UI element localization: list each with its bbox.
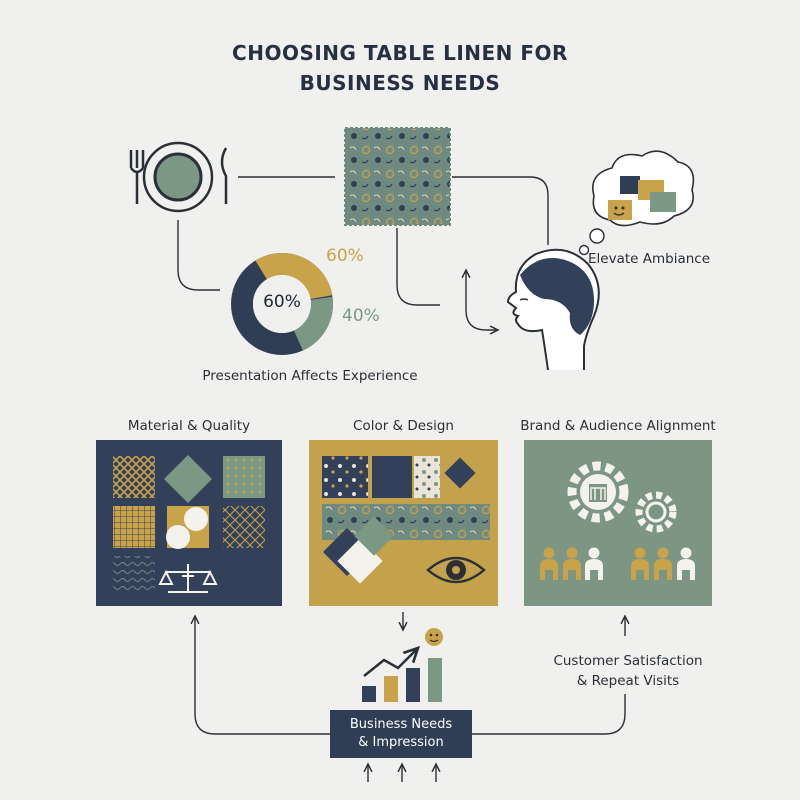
title-line-2: BUSINESS NEEDS xyxy=(299,71,501,95)
panel-color xyxy=(309,440,498,606)
plate-cutlery-icon xyxy=(129,141,228,213)
satisfaction-label: Customer Satisfaction & Repeat Visits xyxy=(548,651,708,691)
person-head xyxy=(543,547,555,559)
satisfaction-line-1: Customer Satisfaction xyxy=(553,653,703,669)
thought-bubble-icon xyxy=(571,150,695,264)
gear-icon xyxy=(567,461,629,523)
page-title: CHOOSING TABLE LINEN FOR BUSINESS NEEDS xyxy=(0,38,800,98)
person-head xyxy=(588,547,600,559)
connector-fabric-face xyxy=(396,228,440,306)
person-head xyxy=(566,547,578,559)
connector-face-loop xyxy=(466,270,498,330)
donut-caption: Presentation Affects Experience xyxy=(202,368,418,384)
person-head xyxy=(657,547,669,559)
satisfaction-line-2: & Repeat Visits xyxy=(576,673,680,689)
face-profile-icon xyxy=(506,248,600,371)
panel-material-heading: Material & Quality xyxy=(127,418,251,434)
person-body xyxy=(677,559,695,580)
connector-business-material xyxy=(195,616,330,735)
connector-fabric-head xyxy=(452,176,549,245)
person-head xyxy=(680,547,692,559)
business-line-1: Business Needs xyxy=(349,717,453,732)
people-icon xyxy=(540,547,695,580)
eye-icon xyxy=(426,556,486,584)
donut-segment-2 xyxy=(293,296,333,351)
donut-chart xyxy=(231,253,333,355)
person-body xyxy=(540,559,558,580)
ambiance-label: Elevate Ambiance xyxy=(588,251,711,267)
business-line-2: & Impression xyxy=(358,735,444,750)
scale-icon xyxy=(158,564,218,593)
business-needs-box: Business Needs & Impression xyxy=(330,710,472,758)
panel-material xyxy=(96,440,282,606)
connector-plate-donut xyxy=(177,220,220,291)
panel-color-heading: Color & Design xyxy=(353,418,454,434)
person-body xyxy=(563,559,581,580)
panel-brand-heading: Brand & Audience Alignment xyxy=(520,418,716,434)
person-body xyxy=(631,559,649,580)
title-line-1: CHOOSING TABLE LINEN FOR xyxy=(232,41,568,65)
donut-center-label: 60% xyxy=(263,292,301,312)
growth-chart-icon xyxy=(362,648,442,702)
fabric-swatch-icon xyxy=(344,127,451,226)
donut-label-b: 40% xyxy=(342,306,380,326)
person-body xyxy=(654,559,672,580)
smiley-icon xyxy=(425,628,443,646)
panel-brand xyxy=(524,440,712,606)
person-head xyxy=(634,547,646,559)
donut-label-a: 60% xyxy=(326,246,364,266)
donut-segment-1 xyxy=(255,253,333,300)
person-body xyxy=(585,559,603,580)
gear-icon xyxy=(635,491,677,533)
donut-hole xyxy=(253,275,311,333)
connector-business-brand xyxy=(472,694,626,735)
